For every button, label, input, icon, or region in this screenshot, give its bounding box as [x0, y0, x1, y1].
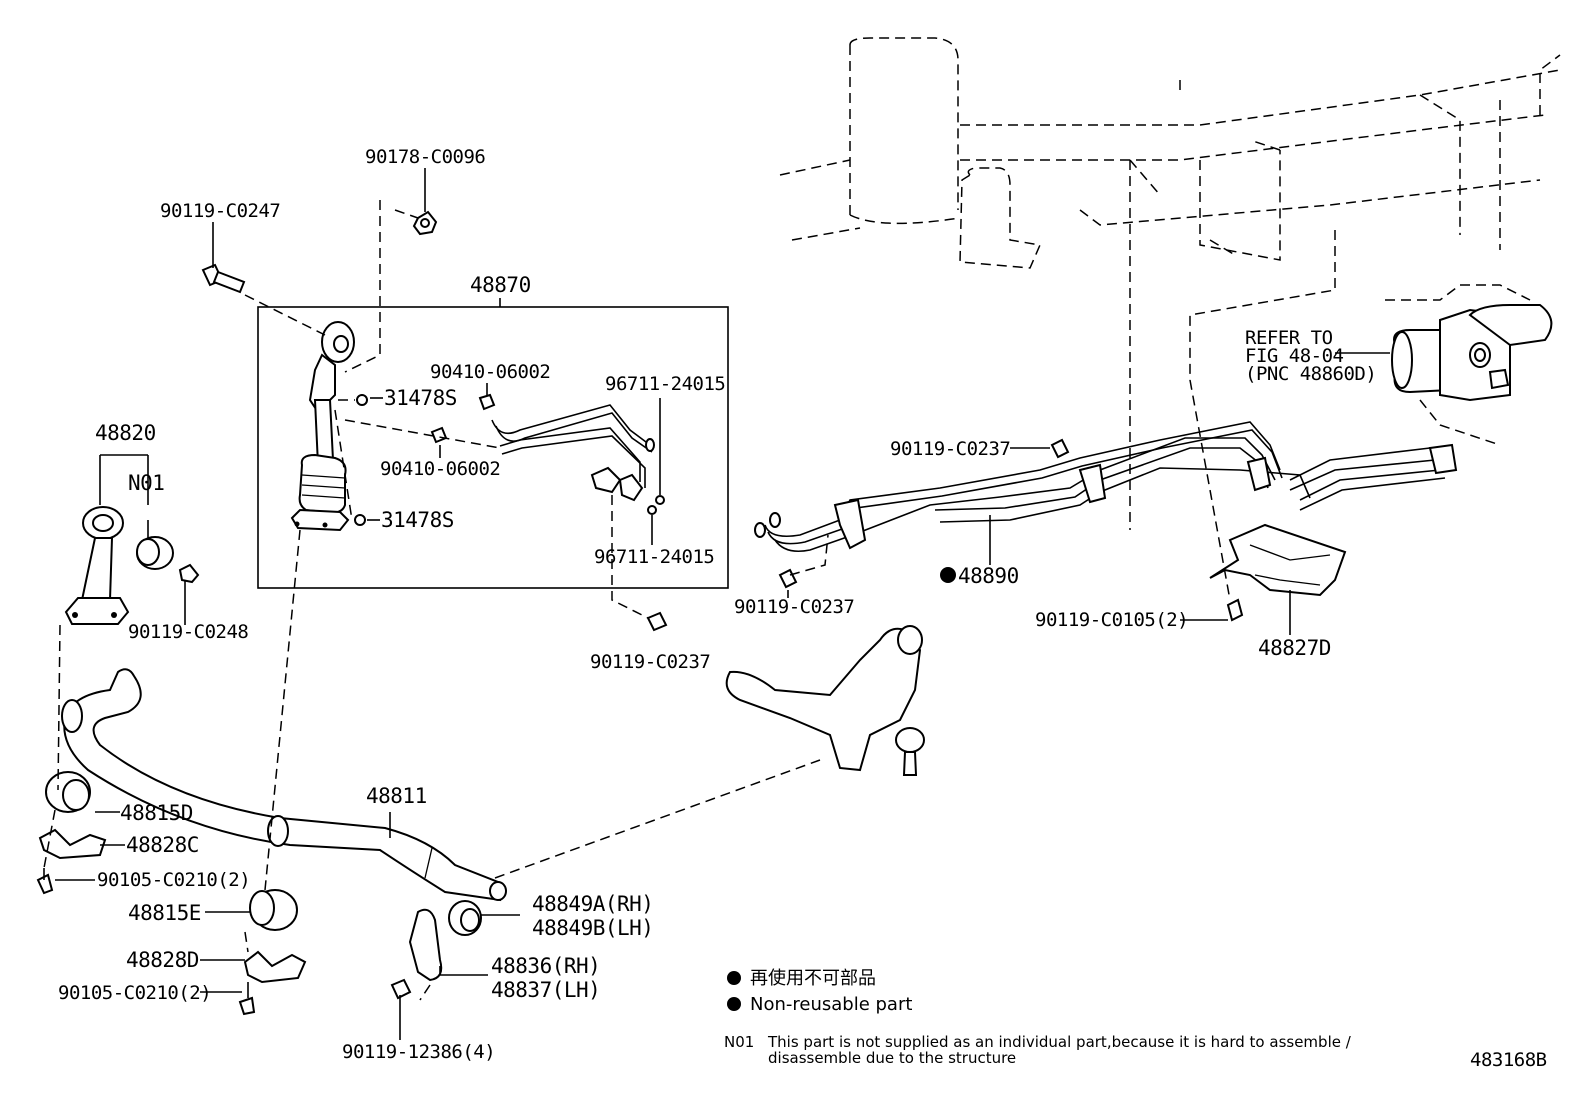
label-48828D: 48828D — [126, 948, 199, 972]
label-48811: 48811 — [366, 784, 427, 808]
nut-90178-C0096 — [412, 168, 438, 236]
actuator-48860D — [1385, 284, 1553, 446]
stabilizer-link-48820 — [64, 506, 130, 625]
bolt-90119-12386 — [390, 978, 412, 1040]
bracket-48828D — [243, 950, 307, 984]
label-48837: 48837(LH) — [491, 978, 600, 1002]
bolt-90119-C0247 — [201, 222, 246, 294]
label-48828C: 48828C — [126, 833, 199, 857]
pipes-48890 — [754, 421, 1458, 553]
label-48836: 48836(RH) — [491, 954, 600, 978]
label-96711-24015-b: 96711-24015 — [594, 546, 714, 568]
label-48820: 48820 — [95, 421, 156, 445]
footnote-line-1: This part is not supplied as an individu… — [767, 1033, 1352, 1051]
footnote-code: N01 — [724, 1033, 754, 1051]
legend-jp: 再使用不可部品 — [750, 968, 876, 989]
label-refer-3: (PNC 48860D) — [1245, 363, 1376, 385]
label-48890: 48890 — [958, 564, 1019, 588]
bolt-90410-06002-a — [478, 393, 496, 411]
leader-lines-center — [244, 200, 661, 619]
leader-lines-left — [43, 454, 821, 1001]
lower-arm — [725, 625, 925, 776]
footnote-line-2: disassemble due to the structure — [768, 1049, 1016, 1067]
bolt-90119-C0248 — [178, 563, 200, 625]
label-refer-2: FIG 48-04 — [1245, 345, 1344, 367]
bolt-90119-C0237-b — [1050, 438, 1070, 459]
bolt-90119-C0237-a — [646, 611, 668, 632]
label-90119-C0237-b: 90119-C0237 — [890, 438, 1010, 460]
bolt-90119-C0105 — [1226, 598, 1244, 622]
bolt-90119-C0237-c — [778, 568, 798, 589]
oring-96711-24015-b — [647, 505, 657, 515]
bolt-90410-06002-b — [430, 426, 448, 444]
stabilizer-bar-48811 — [61, 668, 507, 902]
label-96711-24015-a: 96711-24015 — [605, 373, 725, 395]
label-48827D: 48827D — [1258, 636, 1331, 660]
oring-31478S-b — [354, 514, 366, 526]
bolt-90105-C0210-b — [238, 982, 256, 1016]
pipes-48870 — [491, 404, 655, 502]
legend: 再使用不可部品 Non-reusable part — [727, 968, 912, 1015]
bushing-48849 — [448, 900, 482, 936]
bushing-N01 — [136, 536, 174, 570]
label-90410-06002-b: 90410-06002 — [380, 458, 500, 480]
label-90119-12386: 90119-12386(4) — [342, 1041, 495, 1063]
bushing-48815D — [45, 771, 91, 813]
label-48815D: 48815D — [120, 801, 193, 825]
part-labels: 90178-C0096 90119-C0247 48870 90410-0600… — [58, 146, 1377, 1063]
leader-lines-right — [787, 352, 1390, 635]
cylinder-assembly-48870 — [290, 321, 355, 532]
label-90119-C0105: 90119-C0105(2) — [1035, 609, 1188, 631]
label-90410-06002-a: 90410-06002 — [430, 361, 550, 383]
label-90119-C0247: 90119-C0247 — [160, 200, 280, 222]
bracket-48828C — [38, 828, 107, 860]
label-90105-C0210-b: 90105-C0210(2) — [58, 982, 211, 1004]
label-48849B: 48849B(LH) — [532, 916, 653, 940]
legend-marker-en — [727, 997, 741, 1011]
non-reusable-marker-48890 — [940, 567, 956, 583]
bolt-90105-C0210-a — [36, 868, 54, 895]
label-31478S-b: 31478S — [381, 508, 454, 532]
shield-48827D — [1209, 523, 1347, 597]
oring-31478S-a — [356, 394, 368, 406]
oring-96711-24015-a — [655, 495, 665, 505]
label-N01: N01 — [128, 471, 164, 495]
vehicle-frame-outline — [779, 37, 1561, 601]
label-48870: 48870 — [470, 273, 531, 297]
label-90105-C0210-a: 90105-C0210(2) — [97, 869, 250, 891]
label-refer-1: REFER TO — [1245, 327, 1333, 349]
label-48849A: 48849A(RH) — [532, 892, 653, 916]
label-90119-C0248: 90119-C0248 — [128, 621, 248, 643]
bushing-48815E — [249, 889, 298, 931]
label-90119-C0237-c: 90119-C0237 — [734, 596, 854, 618]
box-48870 — [257, 298, 729, 589]
label-48815E: 48815E — [128, 901, 201, 925]
figure-id: 483168B — [1470, 1049, 1547, 1071]
legend-marker-jp — [727, 971, 741, 985]
label-90178-C0096: 90178-C0096 — [365, 146, 485, 168]
label-90119-C0237-a: 90119-C0237 — [590, 651, 710, 673]
footnote: N01 This part is not supplied as an indi… — [724, 1033, 1352, 1067]
legend-en: Non-reusable part — [750, 994, 912, 1015]
label-31478S-a: 31478S — [384, 386, 457, 410]
bracket-48836 — [408, 908, 443, 982]
